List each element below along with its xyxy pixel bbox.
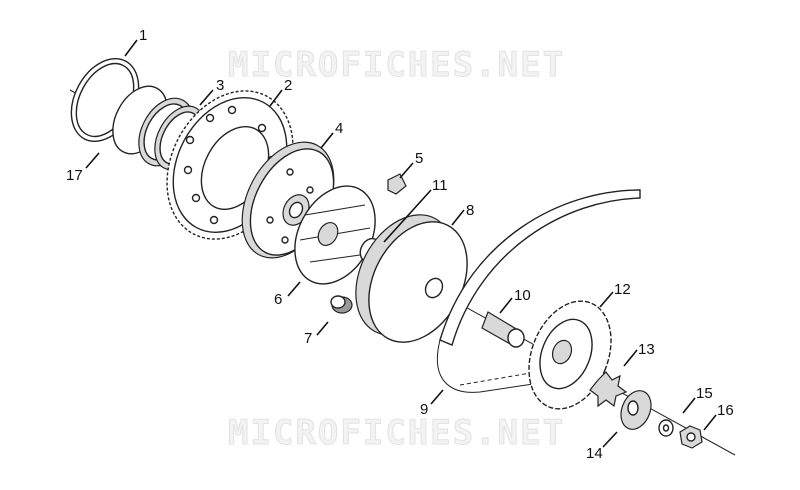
callout-7: 7 <box>304 330 312 347</box>
callout-6: 6 <box>274 291 282 308</box>
callout-2: 2 <box>284 77 292 94</box>
part-12-fan-pulley <box>528 300 612 410</box>
part-6-fixed-half-pulley <box>294 185 376 285</box>
callout-labels: 1 2 3 4 5 6 7 8 9 10 11 12 13 14 15 16 1… <box>66 27 734 462</box>
leader-12 <box>599 291 614 308</box>
part-14-holder <box>620 390 652 430</box>
part-16-hex-nut <box>679 425 703 449</box>
leader-8 <box>451 209 465 226</box>
part-10-sleeve <box>481 311 525 348</box>
leader-16 <box>703 414 717 431</box>
callout-17: 17 <box>66 167 83 184</box>
part-15-washer <box>658 419 674 437</box>
callout-13: 13 <box>638 341 655 358</box>
callout-16: 16 <box>717 402 734 419</box>
leader-17 <box>85 152 100 169</box>
watermark-bottom: MICROFICHES.NET <box>228 413 565 453</box>
leader-9 <box>430 389 444 405</box>
callout-1: 1 <box>139 27 147 44</box>
callout-14: 14 <box>586 445 603 462</box>
part-13-ratchet <box>589 371 628 408</box>
leader-15 <box>682 397 696 414</box>
callout-4: 4 <box>335 120 343 137</box>
callout-9: 9 <box>420 401 428 418</box>
leader-lines <box>85 39 717 448</box>
callout-15: 15 <box>696 385 713 402</box>
callout-5: 5 <box>415 150 423 167</box>
leader-7 <box>316 321 329 336</box>
part-8-movable-pulley <box>355 214 468 343</box>
callout-8: 8 <box>466 202 474 219</box>
watermark-top: MICROFICHES.NET <box>228 45 565 85</box>
part-5-slider-piece <box>387 173 407 195</box>
leader-5 <box>399 162 414 179</box>
callout-12: 12 <box>614 281 631 298</box>
leader-10 <box>499 297 513 314</box>
leader-13 <box>623 349 638 367</box>
leader-1 <box>124 39 138 57</box>
leader-11 <box>383 189 432 243</box>
callout-3: 3 <box>216 77 224 94</box>
leader-4 <box>320 132 334 149</box>
part-7-bushing <box>330 295 353 314</box>
leader-3 <box>199 89 214 106</box>
leader-6 <box>287 281 301 297</box>
leader-14 <box>602 431 618 448</box>
callout-10: 10 <box>514 287 531 304</box>
callout-11: 11 <box>432 177 448 194</box>
leader-2 <box>269 89 283 107</box>
